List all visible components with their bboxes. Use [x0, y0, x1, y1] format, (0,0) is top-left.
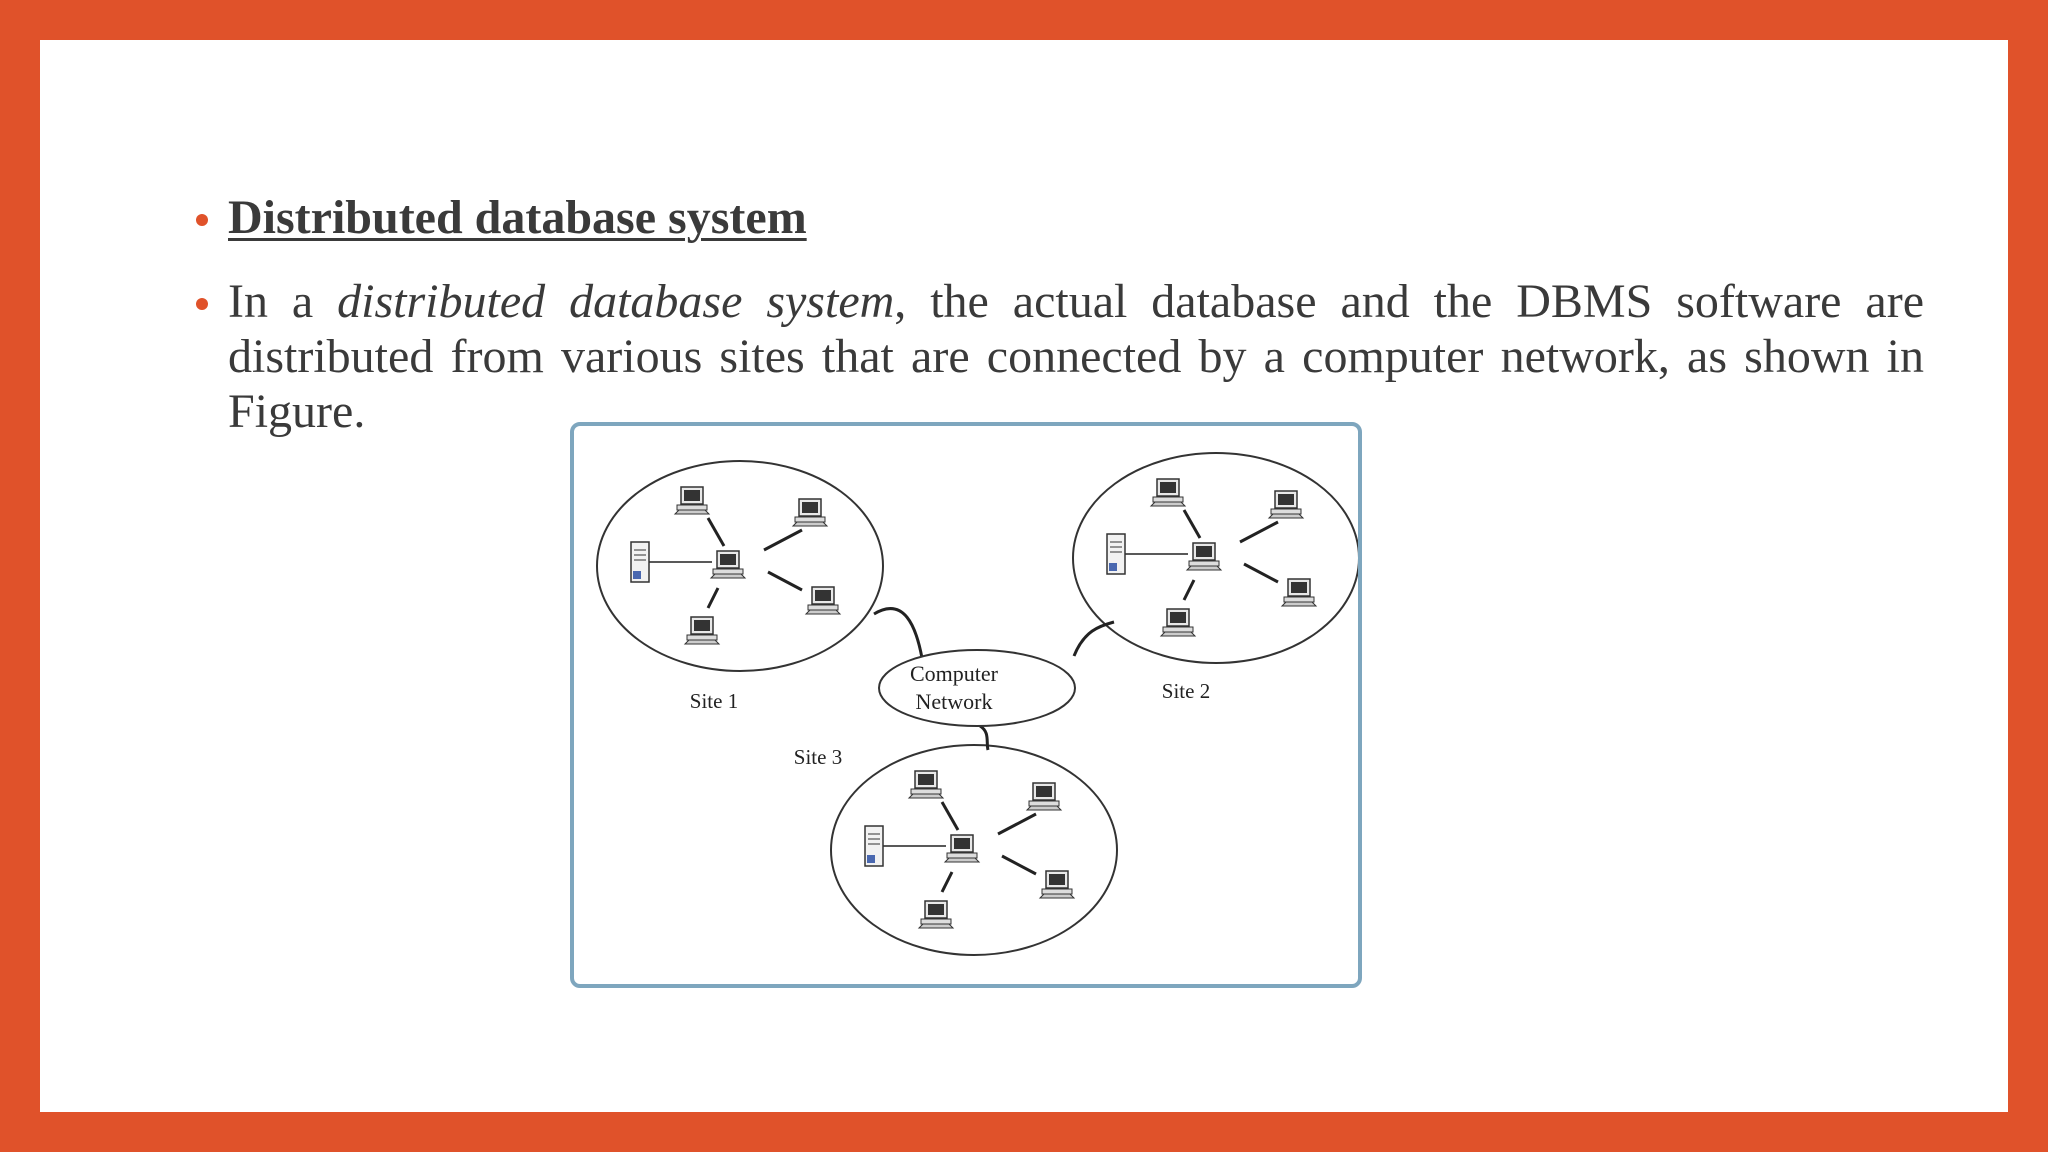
- body-emphasis: distributed database system: [337, 275, 895, 328]
- body-paragraph: In a distributed database system, the ac…: [228, 274, 1924, 439]
- site1-cluster: [597, 461, 883, 671]
- link-site3: [979, 724, 990, 751]
- bullet-body: In a distributed database system, the ac…: [196, 274, 1924, 439]
- network-figure: Computer Network Site 1 Site 2 Site 3: [570, 422, 1362, 988]
- network-label-line1: Computer: [910, 661, 999, 686]
- site1-label: Site 1: [690, 689, 738, 713]
- computer-network-node: [878, 649, 1076, 727]
- slide-heading: Distributed database system: [228, 191, 807, 244]
- link-site2: [1072, 620, 1115, 657]
- site3-cluster: [831, 745, 1117, 955]
- bullet-dot: [196, 298, 208, 310]
- bullet-dot: [196, 214, 208, 226]
- body-lead: In a: [228, 275, 338, 328]
- network-label-line2: Network: [916, 689, 993, 714]
- site2-label: Site 2: [1162, 679, 1210, 703]
- body-rest: , the actual database and the DBMS softw…: [228, 275, 1925, 438]
- bullet-heading: Distributed database system: [196, 192, 807, 244]
- link-site1: [873, 607, 924, 659]
- site3-label: Site 3: [794, 745, 842, 769]
- site2-cluster: [1073, 453, 1358, 663]
- network-diagram: Computer Network Site 1 Site 2 Site 3: [574, 426, 1358, 984]
